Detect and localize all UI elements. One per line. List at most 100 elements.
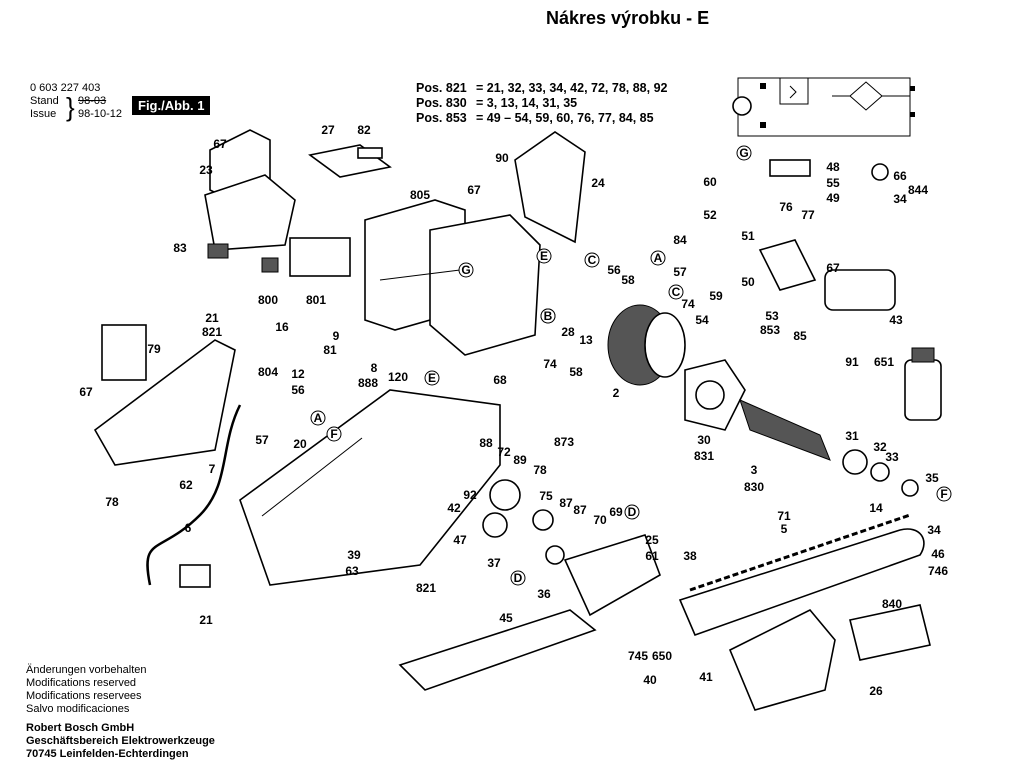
part-callout: 87 (573, 503, 587, 517)
part-callout: 805 (410, 188, 430, 202)
part-callout: 90 (495, 151, 509, 165)
pos-853-code: Pos. 853 (416, 111, 467, 125)
callout-circle (668, 284, 684, 300)
part-callout: 24 (591, 176, 605, 190)
pos-830-code: Pos. 830 (416, 96, 467, 110)
part-callout: 888 (358, 376, 378, 390)
part-callout: 27 (321, 123, 335, 137)
chain-bar-cover-821 (239, 389, 501, 586)
part-callout: 745 (628, 649, 648, 663)
part-callout: 68 (493, 373, 507, 387)
part-callout: 56 (607, 263, 621, 277)
part-callout: 32 (873, 440, 887, 454)
footer-line: Modifications reservees (26, 690, 142, 702)
part-callout: 13 (579, 333, 593, 347)
part-callout: 42 (447, 501, 461, 515)
part-callout: 34 (927, 523, 941, 537)
part-callout: 57 (673, 265, 687, 279)
pos-853-parts: = 49 – 54, 59, 60, 76, 77, 84, 85 (476, 111, 654, 125)
part-callout: 830 (744, 480, 764, 494)
part-callout: A (654, 251, 663, 265)
callout-circle (624, 504, 640, 520)
part-callout: 26 (869, 684, 883, 698)
company-division: Geschäftsbereich Elektrowerkzeuge (26, 735, 215, 747)
part-callout: 71 (777, 509, 791, 523)
part-callout: 37 (487, 556, 501, 570)
part-callout: 821 (416, 581, 436, 595)
part-callout: 873 (554, 435, 574, 449)
part-callout: 82 (357, 123, 371, 137)
part-callout: F (330, 427, 337, 441)
part-callout: 56 (291, 383, 305, 397)
part-callout: 69 (609, 505, 623, 519)
callout-circle (310, 410, 326, 426)
part-callout: 21 (199, 613, 213, 627)
part-callout: 74 (543, 357, 557, 371)
part-callout: 120 (388, 370, 408, 384)
handle-part-24 (514, 131, 586, 244)
issue-label: Issue (30, 108, 57, 120)
part-callout: 38 (683, 549, 697, 563)
part-callout: 76 (779, 200, 793, 214)
motor-housing-left (204, 129, 296, 259)
part-callout: 50 (741, 275, 755, 289)
part-callout: 72 (497, 445, 511, 459)
part-callout: 70 (593, 513, 607, 527)
part-callout: 14 (869, 501, 883, 515)
part-callout: 46 (931, 547, 945, 561)
part-callout: 53 (765, 309, 779, 323)
part-callout: 651 (874, 355, 894, 369)
part-callout: C (588, 253, 597, 267)
part-callout: 85 (793, 329, 807, 343)
part-callout: 83 (173, 241, 187, 255)
oil-tank-43 (824, 163, 896, 311)
brace-glyph: } (66, 92, 75, 122)
wiring-schematic (732, 77, 915, 137)
part-callout: 57 (255, 433, 269, 447)
part-callout: 7 (209, 462, 216, 476)
part-callout: 67 (467, 183, 481, 197)
part-callout: 60 (703, 175, 717, 189)
oil-pump-853 (758, 159, 817, 291)
part-callout: 41 (699, 670, 713, 684)
part-callout: G (739, 146, 748, 160)
part-callout: 78 (533, 463, 547, 477)
part-callout: 66 (893, 169, 907, 183)
callout-circle (458, 262, 474, 278)
pos-821-code: Pos. 821 (416, 81, 467, 95)
part-callout: 853 (760, 323, 780, 337)
part-callout: 43 (889, 313, 903, 327)
fan-housing-30 (684, 359, 746, 431)
part-callout: 831 (694, 449, 714, 463)
stator-2 (607, 304, 686, 386)
guide-bar-745 (678, 528, 925, 637)
part-callout: 48 (826, 160, 840, 174)
part-callout: 800 (258, 293, 278, 307)
part-callout: 47 (453, 533, 467, 547)
part-callout: 2 (613, 386, 620, 400)
saw-chain-746 (689, 513, 911, 592)
part-callout: 84 (673, 233, 687, 247)
part-callout: 28 (561, 325, 575, 339)
part-callout: D (514, 571, 523, 585)
footer-line: Modifications reserved (26, 677, 137, 689)
part-callout: 23 (199, 163, 213, 177)
part-callout: 12 (291, 367, 305, 381)
part-callout: 62 (179, 478, 193, 492)
part-callout: 35 (925, 471, 939, 485)
motor-housing-center (364, 199, 541, 356)
part-callout: 92 (463, 488, 477, 502)
part-callout: 79 (147, 342, 161, 356)
armature-3 (739, 399, 919, 497)
fig-label: Fig./Abb. 1 (132, 96, 211, 115)
power-cord (146, 404, 242, 588)
part-callout: 67 (826, 261, 840, 275)
part-callout: 45 (499, 611, 513, 625)
part-callout: 81 (323, 343, 337, 357)
part-callout: 89 (513, 453, 527, 467)
part-callout: 804 (258, 365, 278, 379)
part-callout: F (940, 487, 947, 501)
gear-assembly (482, 479, 565, 565)
part-callout: 52 (703, 208, 717, 222)
protector-650 (398, 609, 597, 691)
